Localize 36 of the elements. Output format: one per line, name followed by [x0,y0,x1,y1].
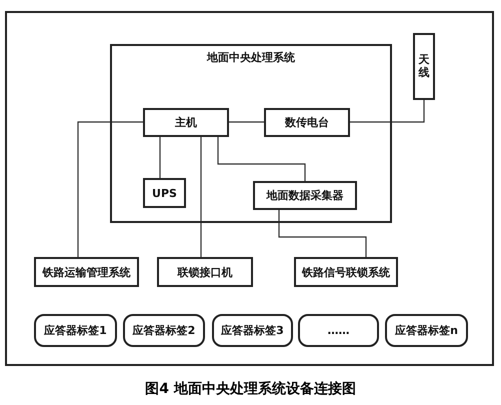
device-box [253,181,357,210]
device-box [264,108,350,137]
connector-line [229,121,264,123]
device-box [143,178,186,208]
connector-line [200,137,202,257]
node-label: 铁路信号联锁系统 [302,264,390,280]
tag-box [298,314,379,347]
tag-box [123,314,205,347]
connector-line [217,137,306,181]
node-label: 应答器标签n [395,323,458,338]
node-label: 应答器标签2 [132,323,196,338]
connector-line [350,100,425,123]
device-box [143,108,229,137]
figure-caption: 图4 地面中央处理系统设备连接图 [144,380,357,398]
node-label: 铁路运输管理系统 [42,264,130,280]
connector-line [159,137,161,178]
connector-line [278,210,367,257]
tag-box [212,314,293,347]
node-label: 应答器标签3 [221,323,284,338]
node-label: 主机 [175,115,197,130]
node-label: …… [328,324,350,337]
tag-box [385,314,468,347]
node-label: 地面数据采集器 [266,188,344,203]
system-boundary-box [110,44,392,223]
node-label: UPS [152,186,177,200]
system-title: 地面中央处理系统 [207,51,295,64]
antenna-box [413,33,435,100]
node-label: 联锁接口机 [178,264,232,280]
device-box [34,257,139,287]
node-label: 天线 [418,54,430,79]
node-label: 数传电台 [285,115,329,130]
device-box [294,257,398,287]
node-label: 应答器标签1 [44,323,107,338]
tag-box [34,314,117,347]
connector-line [77,121,143,257]
device-box [157,257,253,287]
